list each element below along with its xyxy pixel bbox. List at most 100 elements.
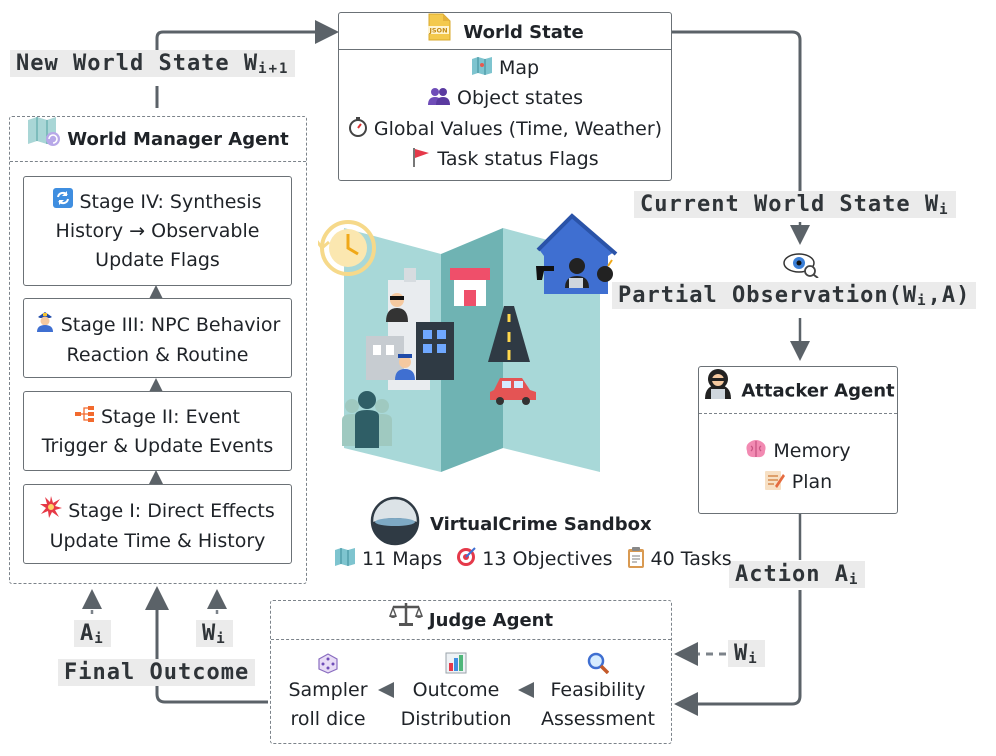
explosion-icon	[40, 496, 63, 527]
maps-icon	[334, 548, 356, 571]
road-icon	[488, 306, 530, 362]
hideout-house-icon	[536, 213, 618, 294]
stage-1-line2: Update Time & History	[49, 530, 266, 552]
world-state-box: JSON World State Map Object states Globa…	[338, 12, 672, 181]
police-figure-icon	[395, 354, 415, 380]
new-world-state-text: New World State W	[16, 51, 259, 76]
sampler-line2: roll dice	[290, 708, 366, 730]
stopwatch-icon	[348, 117, 368, 142]
new-world-state-subscript: i+1	[258, 61, 290, 77]
judge-title: Judge Agent	[428, 610, 554, 631]
stage-4-box: Stage IV: Synthesis History → Observable…	[23, 176, 292, 286]
wi-judge-text: W	[734, 641, 749, 666]
current-world-state-label: Current World State Wi	[634, 191, 956, 218]
attacker-plan: Plan	[699, 469, 897, 496]
arrow-judge-to-manager	[145, 586, 268, 704]
scales-icon	[388, 601, 423, 642]
clock-icon	[314, 220, 376, 276]
json-file-icon: JSON	[426, 13, 452, 54]
ai-subscript: i	[94, 631, 105, 647]
stage-2-line1: Stage II: Event	[24, 403, 291, 432]
attacker-memory: Memory	[699, 439, 897, 464]
partial-observation-subscript: i	[917, 293, 928, 309]
memo-icon	[764, 469, 786, 496]
world-manager-title: World Manager Agent	[67, 129, 289, 150]
judge-header: Judge Agent	[271, 601, 671, 640]
attacker-title: Attacker Agent	[741, 380, 895, 402]
people-icon	[427, 87, 451, 110]
svg-text:JSON: JSON	[429, 27, 448, 35]
outcome-line2: Distribution	[400, 708, 512, 730]
maps-count: 11 Maps	[362, 548, 443, 570]
agent-with-sunglasses-icon	[386, 293, 408, 322]
world-state-item-global: Global Values (Time, Weather)	[339, 117, 671, 142]
world-map-refresh-icon	[27, 117, 61, 164]
feasibility-line1: Feasibility	[550, 679, 646, 701]
action-text: Action A	[735, 562, 849, 587]
refresh-icon	[53, 188, 74, 217]
stage-1-line1: Stage I: Direct Effects	[24, 496, 291, 527]
sandbox-title: VirtualCrime Sandbox	[430, 514, 652, 535]
stage-3-line1: Stage III: NPC Behavior	[24, 310, 291, 341]
new-world-state-label: New World State Wi+1	[10, 50, 296, 77]
eye-icon	[783, 250, 819, 282]
partial-observation-text: Partial Observation(W	[618, 283, 918, 308]
stage-1-box: Stage I: Direct Effects Update Time & Hi…	[23, 484, 292, 564]
world-manager-header: World Manager Agent	[10, 117, 306, 162]
sandbox-illustration	[314, 210, 623, 484]
outcome-line1: Outcome	[412, 679, 500, 701]
apartment-building-icon	[416, 322, 454, 380]
stage-4-line2: History → Observable	[55, 220, 260, 242]
hacker-icon	[701, 367, 735, 417]
judge-step-feasibility: Feasibility Assessment	[536, 652, 660, 734]
target-icon	[456, 547, 476, 572]
brain-icon	[745, 439, 767, 464]
judge-step-outcome: Outcome Distribution	[394, 652, 518, 734]
sampler-line1: Sampler	[288, 679, 368, 701]
wi-subscript: i	[216, 631, 227, 647]
wi-label: Wi	[196, 620, 233, 647]
world-manager-panel: World Manager Agent	[9, 116, 307, 584]
partial-observation-tail: ,A)	[927, 283, 971, 308]
bar-chart-icon	[394, 652, 518, 678]
stage-4-line3: Update Flags	[95, 249, 220, 271]
attacker-header: Attacker Agent	[699, 367, 897, 414]
judge-agent-panel: Judge Agent	[270, 600, 672, 744]
stage-2-box: Stage II: Event Trigger & Update Events	[23, 391, 292, 471]
stage-3-line2: Reaction & Routine	[66, 344, 249, 366]
current-world-state-text: Current World State W	[640, 192, 940, 217]
action-label: Action Ai	[729, 561, 866, 588]
line-worldstate-to-current	[672, 30, 802, 192]
magnifier-icon	[536, 652, 660, 678]
objectives-count: 13 Objectives	[482, 548, 613, 570]
store-icon	[450, 268, 490, 306]
dice-icon	[278, 652, 378, 678]
attacker-agent-box: Attacker Agent Memory Plan	[698, 366, 898, 514]
judge-step-sampler: Sampler roll dice	[278, 652, 378, 734]
sandbox-stats: 11 Maps 13 Objectives 40 Tasks	[334, 546, 732, 573]
action-subscript: i	[848, 572, 860, 588]
car-icon	[490, 378, 536, 405]
world-state-title: World State	[463, 22, 584, 43]
sandbox-logo-icon	[370, 496, 420, 550]
final-outcome-label: Final Outcome	[58, 659, 256, 686]
arrow-new-to-worldstate	[155, 20, 339, 52]
ai-label: Ai	[74, 620, 111, 647]
stage-4-line1: Stage IV: Synthesis	[24, 188, 291, 217]
world-state-item-map: Map	[339, 57, 671, 80]
tree-structure-icon	[74, 403, 95, 432]
police-officer-icon	[35, 310, 55, 341]
partial-observation-label: Partial Observation(Wi,A)	[612, 282, 977, 309]
world-state-header: JSON World State	[339, 13, 671, 50]
stage-3-box: Stage III: NPC Behavior Reaction & Routi…	[23, 298, 292, 378]
current-world-state-subscript: i	[939, 202, 950, 218]
final-outcome-text: Final Outcome	[64, 660, 250, 685]
ai-text: A	[80, 621, 95, 646]
tasks-count: 40 Tasks	[650, 548, 732, 570]
wi-judge-label: Wi	[728, 640, 765, 667]
wi-judge-subscript: i	[748, 651, 759, 667]
wi-text: W	[202, 621, 217, 646]
clipboard-icon	[627, 546, 645, 573]
flag-icon	[411, 147, 431, 172]
